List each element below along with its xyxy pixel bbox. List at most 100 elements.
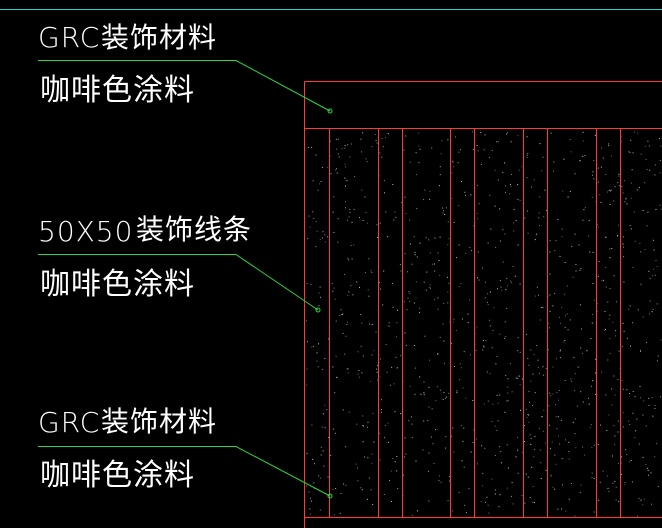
annotation-1-finish: 咖啡色涂料 [40,73,195,108]
texture-dot [622,388,624,390]
texture-dot [484,297,486,299]
texture-dot [473,429,475,431]
texture-dot [485,501,486,503]
texture-dot [409,385,411,387]
texture-dot [321,369,323,370]
texture-dot [506,308,508,309]
texture-dot [583,209,585,211]
texture-dot [487,400,489,402]
texture-dot [548,405,550,407]
texture-dot [524,502,526,504]
texture-dot [562,190,564,192]
texture-dot [654,174,656,176]
texture-dot [337,218,339,220]
texture-dot [395,356,397,358]
texture-dot [445,447,447,449]
texture-dot [609,352,611,354]
texture-dot [370,270,372,272]
texture-dot [367,457,369,459]
texture-dot [434,298,436,300]
texture-dot [660,396,662,398]
texture-dot [649,145,650,147]
texture-dot [382,146,384,148]
annotation-2-finish: 咖啡色涂料 [40,267,195,302]
texture-dot [557,219,559,220]
texture-dot [539,143,541,145]
texture-dot [626,389,628,391]
texture-dot [595,394,596,395]
texture-dot [495,246,497,248]
texture-dot [486,371,488,373]
texture-dot [335,355,337,357]
texture-dot [436,386,438,388]
texture-dot [632,322,634,324]
texture-dot [432,443,434,445]
texture-dot [374,134,376,135]
texture-dot [383,180,385,182]
texture-dot [409,219,411,221]
texture-dot [644,145,646,147]
texture-dot [598,261,600,263]
texture-dot [526,408,528,410]
texture-dot [564,262,566,263]
texture-dot [601,147,603,149]
texture-dot [541,170,543,172]
texture-dot [499,280,501,281]
texture-dot [360,314,361,315]
texture-dot [348,259,350,261]
texture-dot [418,145,420,147]
leader-endpoint-dot [315,307,321,313]
texture-dot [460,425,462,426]
texture-dot [539,449,541,451]
texture-dot [575,447,577,449]
texture-dot [549,294,551,296]
texture-dot [605,174,607,175]
texture-dot [529,434,531,436]
texture-dot [614,435,616,437]
texture-dot [523,441,525,442]
texture-dot [504,411,506,413]
texture-dot [320,477,322,479]
texture-dot [339,315,341,317]
texture-dot [366,161,368,163]
texture-dot [339,512,341,514]
texture-dot [574,433,576,435]
texture-dot [603,279,604,281]
texture-dot [316,360,318,362]
texture-dot [538,217,540,219]
texture-dot [537,359,539,361]
texture-dot [491,478,493,480]
texture-dot [415,281,417,283]
texture-dot [507,400,509,402]
texture-dot [476,145,478,146]
texture-dot [507,132,508,134]
texture-dot [362,441,364,443]
texture-dot [371,354,373,356]
texture-dot [570,151,572,153]
texture-dot [388,325,390,327]
texture-dot [622,236,624,238]
texture-dot [549,311,551,313]
texture-dot [597,226,599,228]
texture-dot [489,194,491,196]
texture-dot [393,383,395,385]
texture-dot [578,244,580,246]
texture-dot [591,385,593,387]
texture-dot [622,246,624,248]
texture-dot [351,221,353,223]
texture-dot [392,306,394,308]
texture-dot [439,389,441,391]
texture-dot [318,305,320,307]
texture-dot [306,485,307,487]
texture-dot [411,423,413,425]
texture-dot [491,149,493,151]
texture-dot [379,358,381,360]
texture-dot [548,327,550,329]
texture-dot [448,282,450,284]
texture-dot [592,251,594,253]
texture-dot [342,409,344,411]
texture-dot [424,335,426,337]
texture-dot [419,376,421,378]
annotation-1-code: GRC [38,21,101,54]
